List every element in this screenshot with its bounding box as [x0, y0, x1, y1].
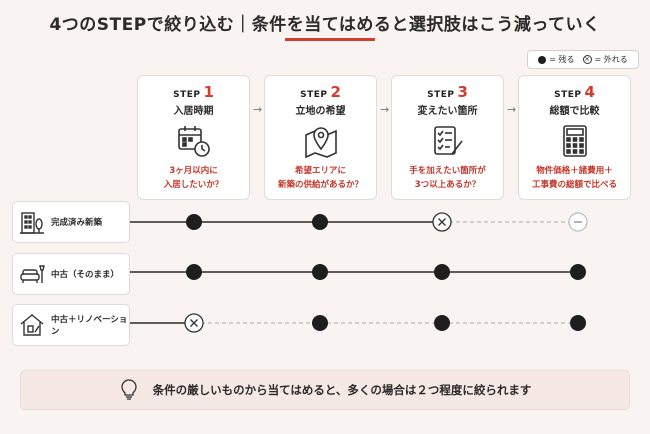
step-prefix: STEP — [173, 90, 201, 100]
option-label-used-renovation: 中古＋リノベーション — [12, 304, 130, 346]
step-desc-line2: 3つ以上あるか？ — [414, 180, 481, 190]
checklist-pen-icon — [433, 126, 463, 155]
remain-dot — [570, 264, 586, 280]
remain-dot — [434, 315, 450, 331]
tip-banner: 条件の厳しいものから当てはめると、多くの場合は２つ程度に絞られます — [20, 370, 630, 410]
building-tree-icon — [20, 212, 44, 234]
legend: = 残る × = 外れる — [527, 50, 639, 69]
option-label-text: 中古（そのまま） — [51, 270, 120, 280]
step-name: 入居時期 — [173, 106, 214, 117]
arrow-icon: → — [507, 103, 517, 116]
step-number: 4 — [584, 83, 595, 101]
sofa-lamp-icon — [20, 265, 45, 283]
step-prefix: STEP — [300, 90, 328, 100]
step-number: 3 — [457, 83, 468, 101]
lightbulb-icon — [120, 379, 137, 400]
step-desc-line2: 新築の供給があるか？ — [277, 180, 363, 190]
excluded-x-stroke — [438, 218, 446, 226]
remain-dot-icon — [538, 55, 547, 64]
step-name: 立地の希望 — [295, 106, 346, 117]
remain-dot — [312, 315, 328, 331]
step-number: 1 — [203, 83, 214, 101]
step-desc-line1: 物件価格＋諸費用＋ — [536, 166, 613, 176]
step-number: 2 — [330, 83, 341, 101]
house-renovation-icon — [20, 314, 44, 336]
map-pin-icon — [304, 127, 337, 159]
excluded-x-icon: × — [582, 55, 592, 64]
step-desc-line1: 手を加えたい箇所が — [409, 166, 486, 176]
arrow-icon: → — [253, 103, 263, 116]
legend-excluded-label: = 外れる — [594, 55, 628, 64]
legend-excluded: × = 外れる — [582, 54, 628, 65]
option-label-used-as-is: 中古（そのまま） — [12, 253, 130, 295]
remain-dot — [312, 264, 328, 280]
legend-remain: = 残る — [538, 54, 575, 65]
step-name: 総額で比較 — [549, 106, 600, 117]
tip-text: 条件の厳しいものから当てはめると、多くの場合は２つ程度に絞られます — [152, 383, 532, 397]
remain-dot — [186, 214, 202, 230]
step-desc-line2: 入居したいか？ — [163, 180, 224, 190]
remain-dot — [570, 315, 586, 331]
option-label-text: 中古＋リノベーション — [51, 315, 128, 337]
calculator-icon — [562, 125, 587, 157]
remain-dot — [434, 264, 450, 280]
option-label-new-built: 完成済み新築 — [12, 201, 130, 243]
excluded-x-stroke — [190, 319, 198, 327]
step-desc-line1: 希望エリアに — [294, 166, 346, 176]
option-label-text: 完成済み新築 — [51, 218, 103, 228]
title-underline — [285, 38, 375, 41]
step-prefix: STEP — [554, 90, 582, 100]
arrow-icon: → — [380, 103, 390, 116]
step-desc-line1: 3ヶ月以内に — [169, 166, 218, 176]
remain-dot — [186, 264, 202, 280]
calendar-clock-icon — [177, 126, 210, 157]
legend-remain-label: = 残る — [549, 55, 575, 64]
step-name: 変えたい箇所 — [417, 106, 478, 117]
page-title: 4つのSTEPで絞り込む｜条件を当てはめると選択肢はこう減っていく — [49, 15, 601, 35]
step-prefix: STEP — [427, 90, 455, 100]
remain-dot — [312, 214, 328, 230]
step-desc-line2: 工事費の総額で比べる — [531, 180, 617, 190]
